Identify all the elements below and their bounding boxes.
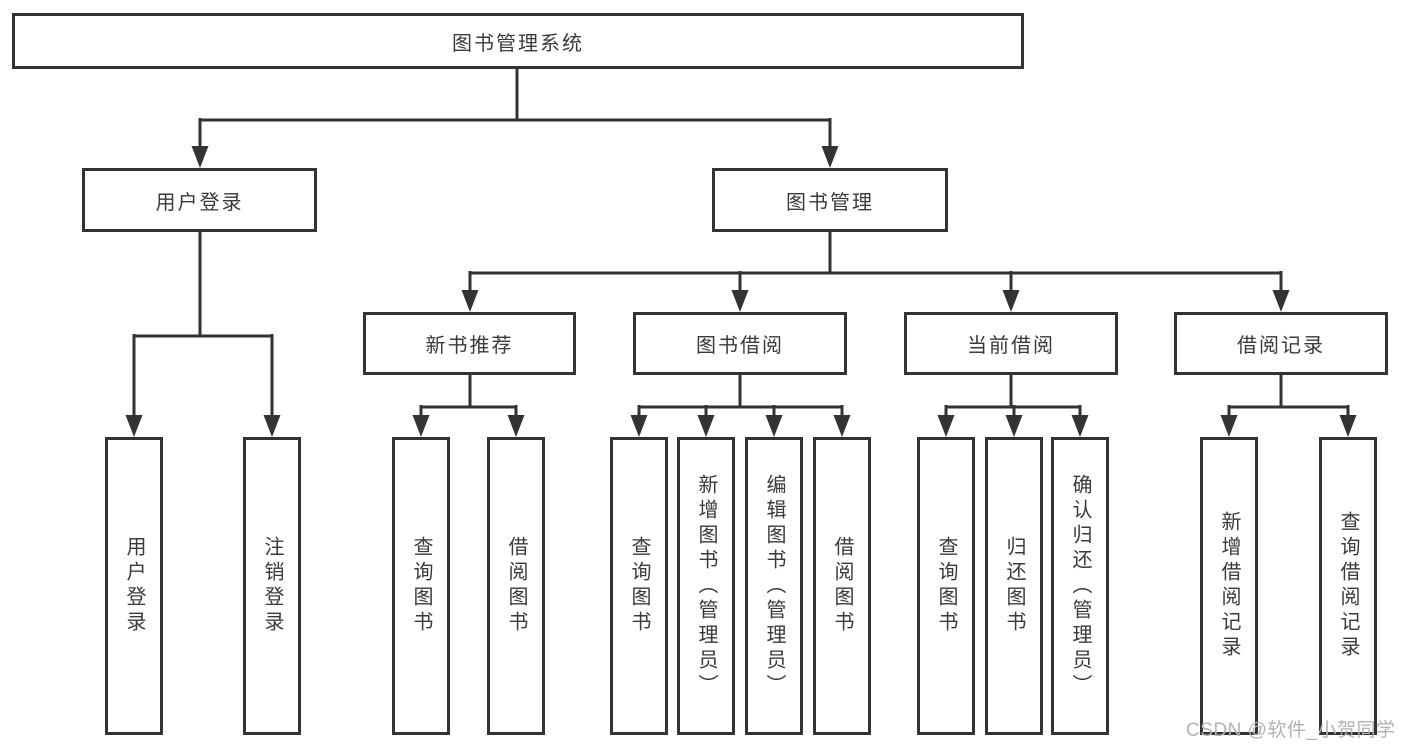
- connector-shafts: [132, 69, 1350, 420]
- arrow-down-icon: [125, 415, 143, 437]
- leaf-query-books-recommend: 查询图书: [392, 437, 450, 735]
- node-book-management: 图书管理: [712, 168, 948, 232]
- leaf-borrow-books-recommend: 借阅图书: [487, 437, 545, 735]
- arrow-down-icon: [821, 146, 839, 168]
- node-library-system: 图书管理系统: [12, 13, 1024, 69]
- arrow-down-icon: [1339, 415, 1357, 437]
- node-current-borrow: 当前借阅: [904, 312, 1118, 375]
- arrow-down-icon: [1220, 415, 1238, 437]
- node-user-login: 用户登录: [82, 168, 317, 232]
- arrow-down-icon: [1272, 290, 1290, 312]
- leaf-query-books-borrow: 查询图书: [610, 437, 668, 735]
- leaf-edit-books-admin: 编辑图书（管理员）: [745, 437, 803, 735]
- arrow-down-icon: [1071, 415, 1089, 437]
- node-book-borrow: 图书借阅: [633, 312, 847, 375]
- arrow-down-icon: [697, 415, 715, 437]
- leaf-query-borrow-record: 查询借阅记录: [1319, 437, 1377, 735]
- arrow-down-icon: [937, 415, 955, 437]
- csdn-watermark: CSDN @软件_小贺同学: [1186, 720, 1396, 741]
- node-new-book-recommend: 新书推荐: [363, 312, 576, 375]
- arrow-down-icon: [412, 415, 430, 437]
- arrow-down-icon: [1002, 290, 1020, 312]
- leaf-logout: 注销登录: [243, 437, 301, 735]
- arrow-down-icon: [833, 415, 851, 437]
- leaf-add-books-admin: 新增图书（管理员）: [677, 437, 735, 735]
- arrowheads: [125, 146, 1357, 437]
- node-borrow-records: 借阅记录: [1174, 312, 1388, 375]
- leaf-query-books-current: 查询图书: [917, 437, 975, 735]
- arrow-down-icon: [461, 290, 479, 312]
- leaf-user-login: 用户登录: [105, 437, 163, 735]
- leaf-return-books: 归还图书: [985, 437, 1043, 735]
- arrow-down-icon: [507, 415, 525, 437]
- arrow-down-icon: [731, 290, 749, 312]
- leaf-confirm-return-admin: 确认归还（管理员）: [1051, 437, 1109, 735]
- arrow-down-icon: [1005, 415, 1023, 437]
- arrow-down-icon: [263, 415, 281, 437]
- arrow-down-icon: [765, 415, 783, 437]
- arrow-down-icon: [191, 146, 209, 168]
- leaf-borrow-books: 借阅图书: [813, 437, 871, 735]
- leaf-add-borrow-record: 新增借阅记录: [1200, 437, 1258, 735]
- arrow-down-icon: [630, 415, 648, 437]
